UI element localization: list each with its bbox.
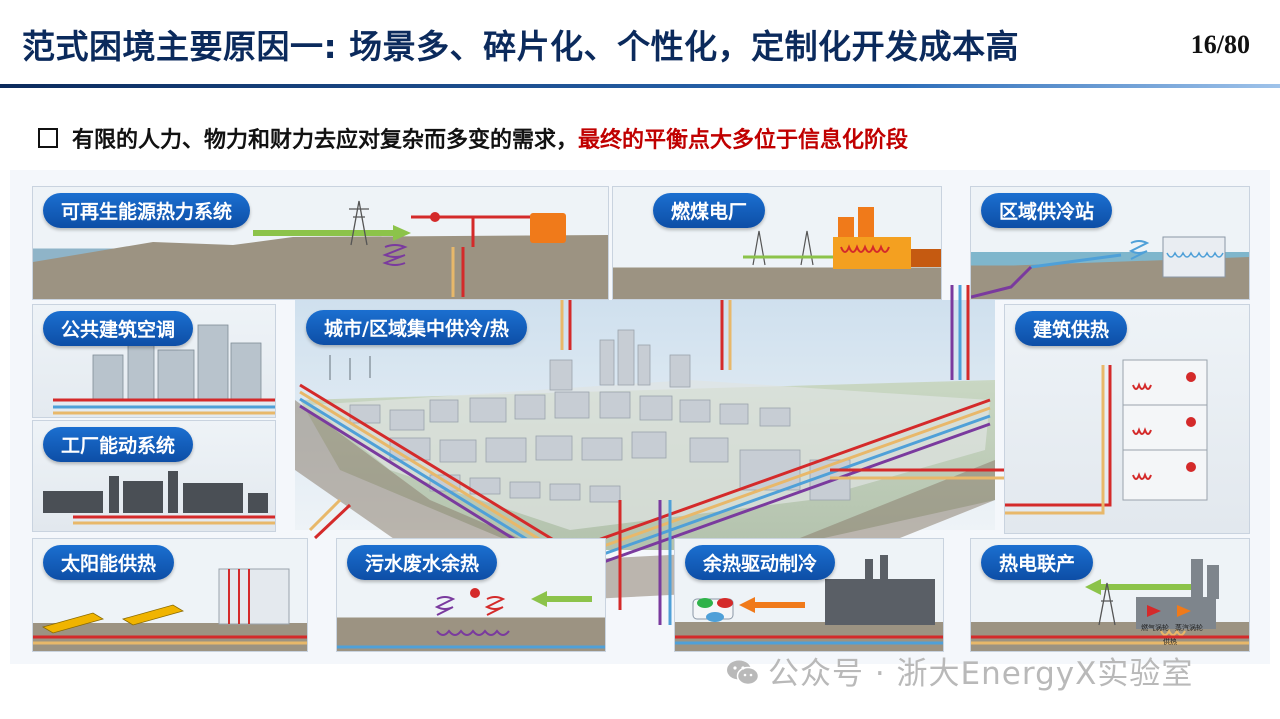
power-line-icon: [743, 230, 843, 266]
energy-system-diagram: 可再生能源热力系统 燃煤电厂 区域供冷站: [10, 170, 1270, 664]
transmission-tower-icon: [1098, 582, 1116, 626]
panel-building-heating: 建筑供热: [1004, 304, 1250, 534]
chp-label-gas-turbine: 燃气涡轮: [1141, 624, 1169, 632]
panel-renewable: 可再生能源热力系统: [32, 186, 609, 300]
wechat-icon: [727, 660, 760, 686]
chp-label-steam-turbine: 蒸汽涡轮: [1175, 624, 1203, 632]
subtitle-text: 有限的人力、物力和财力去应对复杂而多变的需求，: [72, 128, 579, 153]
radiator-icons: [1132, 382, 1152, 480]
cooling-station-illustration: [971, 236, 1249, 299]
page-number: 16/80: [1190, 30, 1250, 59]
label-factory: 工厂能动系统: [43, 427, 194, 462]
city-buildings: [349, 329, 851, 503]
panel-waste-heat-cooling: 余热驱动制冷: [674, 538, 944, 652]
panel-coal-plant: 燃煤电厂: [612, 186, 942, 300]
renewable-illustration: [33, 200, 608, 299]
boiler: [833, 237, 911, 269]
cooling-coil-icon: [1128, 240, 1150, 260]
label-coal-plant: 燃煤电厂: [653, 193, 766, 228]
page-title: 范式困境主要原因一: 场景多、碎片化、个性化，定制化开发成本高: [22, 27, 1020, 66]
coal-plant-illustration: [743, 207, 941, 269]
checkbox-bullet-icon: [38, 128, 58, 148]
shower-icons: [1186, 372, 1196, 472]
panel-sewage: 污水废水余热: [336, 538, 606, 652]
panel-solar: 太阳能供热: [32, 538, 308, 652]
heat-exchanger-icon: [382, 244, 408, 266]
panel-district-cooling: 区域供冷站: [970, 186, 1250, 300]
chp-illustration: [971, 559, 1249, 645]
solar-collector-icons: [41, 604, 185, 634]
label-building-heating: 建筑供热: [1015, 311, 1128, 346]
subtitle: 有限的人力、物力和财力去应对复杂而多变的需求，最终的平衡点大多位于信息化阶段: [38, 122, 908, 154]
panel-factory: 工厂能动系统: [32, 420, 276, 532]
watermark-text: 公众号 · 浙大EnergyX实验室: [768, 656, 1194, 692]
factory-buildings: [43, 471, 268, 513]
building-heating-illustration: [1005, 359, 1208, 515]
label-city-district: 城市/区域集中供冷/热: [306, 310, 527, 345]
transmission-tower-icon: [349, 200, 369, 246]
solar-illustration: [33, 568, 307, 645]
wind-turbines: [329, 355, 371, 380]
panel-chp: 燃气涡轮 蒸汽涡轮 供热 热电联产: [970, 538, 1250, 652]
title-underline: [0, 84, 1280, 88]
plant-building: [825, 555, 935, 625]
label-sewage: 污水废水余热: [347, 545, 498, 580]
label-chp: 热电联产: [981, 545, 1094, 580]
label-district-cooling: 区域供冷站: [981, 193, 1113, 228]
header: 范式困境主要原因一: 场景多、碎片化、个性化，定制化开发成本高 16/80: [0, 0, 1280, 88]
sewage-illustration: [337, 588, 605, 649]
heat-storage-tank: [530, 213, 566, 243]
label-solar: 太阳能供热: [43, 545, 175, 580]
label-renewable: 可再生能源热力系统: [43, 193, 251, 228]
heat-pump-coil-icon: [434, 596, 456, 616]
panel-public-hvac: 公共建筑空调: [32, 304, 276, 418]
subtitle-highlight: 最终的平衡点大多位于信息化阶段: [578, 128, 909, 153]
label-public-hvac: 公共建筑空调: [43, 311, 194, 346]
absorption-chiller-illustration: [675, 555, 943, 645]
chp-label-heat: 供热: [1163, 638, 1177, 646]
factory-illustration: [43, 471, 275, 525]
watermark: 公众号 · 浙大EnergyX实验室: [726, 648, 1193, 693]
label-waste-heat-cooling: 余热驱动制冷: [685, 545, 836, 580]
